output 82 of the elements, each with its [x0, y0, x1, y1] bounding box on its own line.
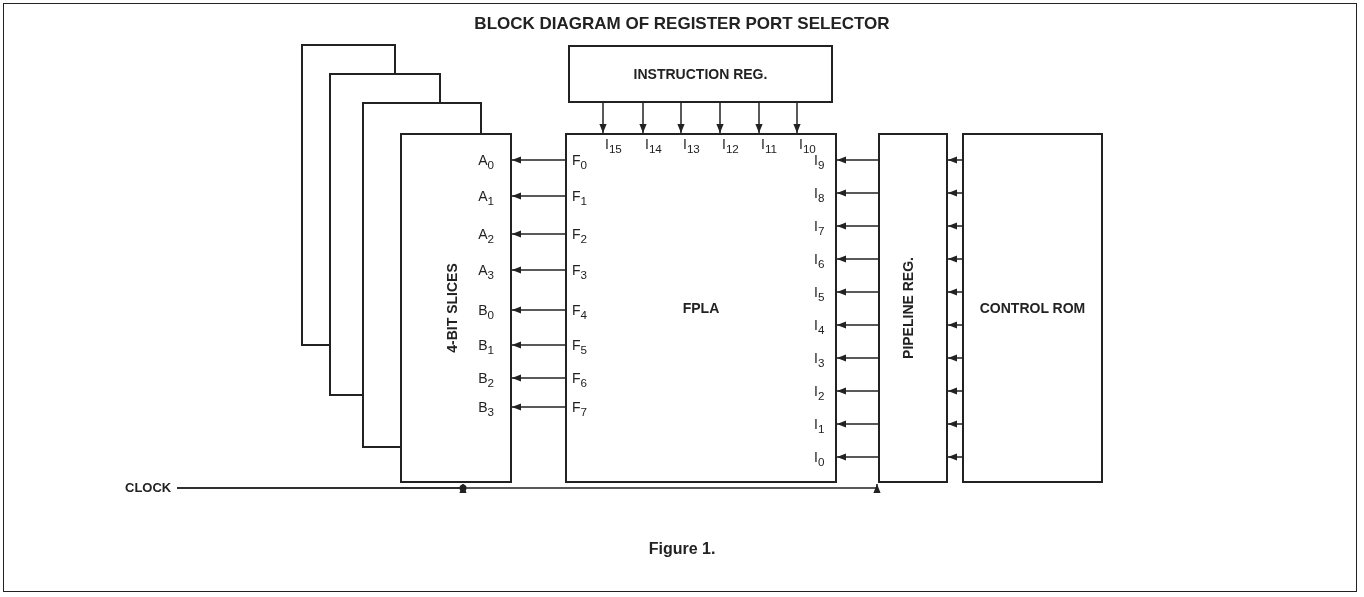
pin-label: I$_{5}$ — [814, 284, 825, 305]
pin-label: I$_{7}$ — [814, 218, 825, 239]
arrow — [836, 420, 879, 428]
pin-label: I$_{11}$ — [761, 136, 777, 157]
pin-label: F$_{0}$ — [572, 152, 588, 173]
arrow — [599, 102, 607, 134]
pin-label: A$_{3}$ — [478, 262, 494, 283]
block-label: FPLA — [682, 300, 720, 316]
pin-label: F$_{4}$ — [572, 302, 588, 323]
block-box — [878, 133, 948, 483]
clock-line — [176, 483, 881, 493]
arrow — [836, 222, 879, 230]
arrow — [836, 189, 879, 197]
block-box — [565, 133, 837, 483]
arrow — [947, 222, 963, 230]
arrow — [716, 102, 724, 134]
pin-label: F$_{7}$ — [572, 399, 588, 420]
arrow — [511, 230, 566, 238]
pin-label: I$_{15}$ — [605, 136, 622, 157]
arrow — [755, 102, 763, 134]
pin-label: F$_{1}$ — [572, 188, 588, 209]
arrow — [639, 102, 647, 134]
pin-label: I$_{9}$ — [814, 152, 825, 173]
stacked-card-outline — [329, 73, 441, 396]
arrow — [947, 387, 963, 395]
pin-label: I$_{13}$ — [683, 136, 700, 157]
arrow — [836, 354, 879, 362]
arrow — [511, 192, 566, 200]
signal-label: CLOCK — [125, 480, 172, 495]
arrow — [511, 266, 566, 274]
block-label: PIPELINE REG. — [900, 257, 916, 359]
pin-label: B$_{1}$ — [478, 337, 494, 358]
pin-label: F$_{3}$ — [572, 262, 588, 283]
arrow — [947, 189, 963, 197]
pin-label: F$_{6}$ — [572, 370, 588, 391]
pin-label: A$_{0}$ — [478, 152, 494, 173]
arrow — [677, 102, 685, 134]
pin-label: I$_{6}$ — [814, 251, 825, 272]
pin-label: I$_{10}$ — [799, 136, 816, 155]
pin-label: F$_{5}$ — [572, 337, 588, 358]
arrow — [511, 156, 566, 164]
pin-label: F$_{2}$ — [572, 226, 588, 247]
figure-caption: Figure 1. — [647, 540, 717, 558]
arrow — [947, 156, 963, 164]
arrow — [947, 321, 963, 329]
arrow — [947, 354, 963, 362]
pin-label: I$_{4}$ — [814, 317, 825, 338]
pin-label: A$_{2}$ — [478, 226, 494, 247]
block-label: CONTROL ROM — [979, 300, 1086, 316]
block-box — [400, 133, 512, 483]
diagram-title: BLOCK DIAGRAM OF REGISTER PORT SELECTOR — [473, 14, 891, 34]
arrow — [947, 288, 963, 296]
arrow — [836, 321, 879, 329]
arrow — [947, 420, 963, 428]
block-box — [962, 133, 1103, 483]
pin-label: A$_{1}$ — [478, 188, 494, 209]
pin-label: I$_{14}$ — [645, 136, 662, 157]
pin-label: B$_{0}$ — [478, 302, 494, 323]
arrow — [836, 453, 879, 461]
arrow — [836, 288, 879, 296]
block-label: 4-BIT SLICES — [444, 263, 460, 353]
pin-label: B$_{3}$ — [478, 399, 494, 420]
pin-label: I$_{12}$ — [722, 136, 739, 157]
pin-label: I$_{2}$ — [814, 383, 825, 404]
block-label: INSTRUCTION REG. — [633, 66, 768, 82]
pin-label: I$_{8}$ — [814, 185, 825, 206]
arrow — [511, 306, 566, 314]
arrow — [947, 255, 963, 263]
pin-label: B$_{2}$ — [478, 370, 494, 391]
stacked-card-outline — [301, 44, 396, 346]
arrow — [511, 403, 566, 411]
arrow — [836, 156, 879, 164]
block-box — [568, 45, 833, 103]
pin-label: I$_{3}$ — [814, 350, 825, 371]
arrow — [793, 102, 801, 134]
arrow — [836, 255, 879, 263]
arrow — [947, 453, 963, 461]
arrow — [511, 374, 566, 382]
arrow — [511, 341, 566, 349]
pin-label: I$_{0}$ — [814, 449, 825, 470]
arrow — [836, 387, 879, 395]
pin-label: I$_{1}$ — [814, 416, 825, 437]
